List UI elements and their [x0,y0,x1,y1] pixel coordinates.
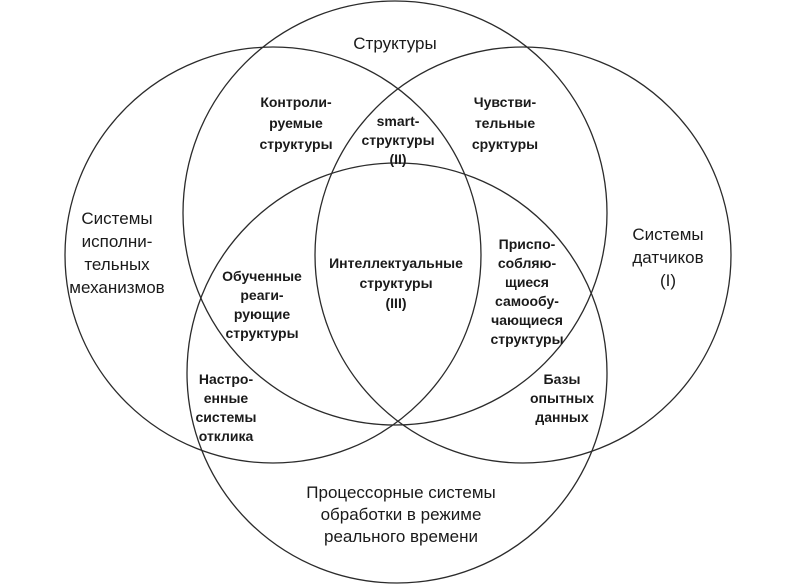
label-line: структуры [225,325,298,341]
label-line: Системы [81,209,152,228]
label-line: Процессорные системы [306,483,495,502]
label-line: обработки в режиме [321,505,482,524]
label-sensitive-structures: Чувстви-тельные сруктуры [472,94,538,152]
circle-sensors [314,46,732,464]
label-line: (III) [386,295,407,311]
label-processor-systems: Процессорные системы обработки в режиме ре… [306,483,495,546]
label-line: (II) [389,151,406,167]
label-line: тельных [84,255,150,274]
label-line: реаги- [240,287,284,303]
label-line: тельные [475,115,536,131]
label-line: Приспо- [499,236,556,252]
label-line: (I) [660,271,676,290]
label-structures: Структуры [353,34,436,53]
label-tuned-response-systems: Настро-енные системы отклика [196,371,257,444]
label-line: щиеся [505,274,549,290]
label-line: енные [204,390,249,406]
label-line: самообу- [495,293,559,309]
label-experimental-databases: Базы опытных данных [530,371,594,425]
label-line: собляю- [498,255,557,271]
label-line: Интеллектуальные [329,255,463,271]
label-line: smart- [377,113,420,129]
label-line: Базы [544,371,581,387]
label-actuator-systems: Системы исполни-тельных механизмов [69,209,164,297]
label-trained-structures: Обученные реаги-рующие структуры [222,268,302,341]
label-line: структуры [259,136,332,152]
label-line: опытных [530,390,594,406]
label-intelligent-structures: Интеллектуальные структуры (III) [329,255,463,311]
label-line: чающиеся [491,312,563,328]
label-line: структуры [359,275,432,291]
label-line: руемые [269,115,323,131]
label-line: исполни- [82,232,153,251]
circle-structures [182,0,608,426]
label-line: датчиков [632,248,703,267]
label-line: реального времени [324,527,478,546]
label-line: сруктуры [472,136,538,152]
label-line: рующие [234,306,291,322]
label-line: данных [535,409,589,425]
label-sensor-systems: Системы датчиков (I) [632,225,703,290]
label-line: Чувстви- [474,94,537,110]
circle-actuators [64,46,482,464]
label-line: системы [196,409,257,425]
label-adaptive-structures: Приспо-собляю-щиеся самообу-чающиеся струк… [490,236,563,347]
label-line: отклика [199,428,254,444]
label-line: Настро- [199,371,254,387]
label-line: структуры [361,132,434,148]
label-smart-structures: smart-структуры (II) [361,113,434,167]
label-controlled-structures: Контроли-руемые структуры [259,94,332,152]
label-line: Структуры [353,34,436,53]
label-line: механизмов [69,278,164,297]
circle-processors [186,162,608,584]
label-line: Обученные [222,268,302,284]
label-line: Системы [632,225,703,244]
label-line: структуры [490,331,563,347]
label-line: Контроли- [260,94,332,110]
